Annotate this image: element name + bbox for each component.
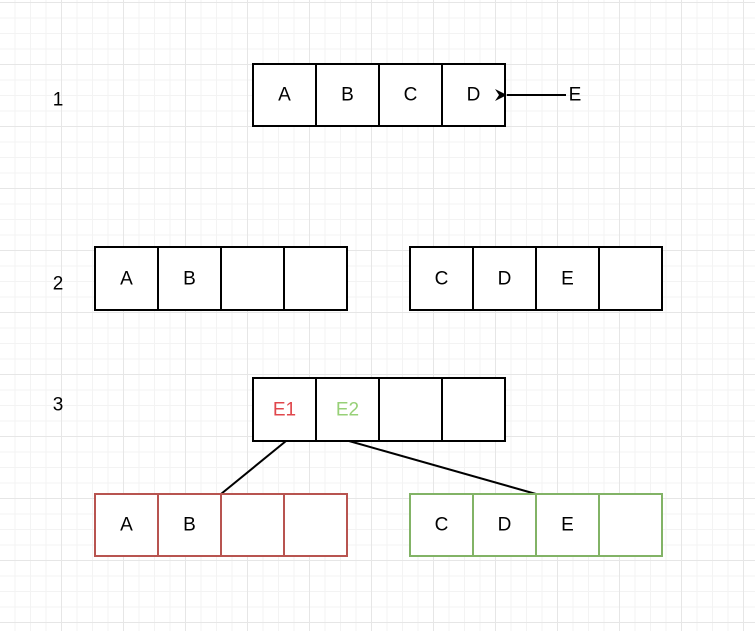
connector-left-child [220, 440, 287, 495]
step2-right-node: C D E [409, 246, 663, 311]
step1-node-key-3: C [404, 85, 418, 106]
step3-parent-cell-3 [378, 377, 443, 442]
step-label-3: 3 [53, 395, 64, 416]
step1-node-cell-2 [315, 63, 380, 127]
step2-left-key-1: A [120, 269, 133, 290]
step1-node-cell-1 [252, 63, 317, 127]
step1-node-cell-3 [378, 63, 443, 127]
step2-left-node: A B [94, 246, 348, 311]
step3-right-child-node: C D E [409, 493, 663, 557]
step3-left-child-cell-3 [220, 493, 285, 557]
incoming-key-label: E [569, 85, 582, 106]
step1-node-key-4: D [467, 85, 481, 106]
step3-right-child-cell-2 [472, 493, 537, 557]
step3-right-child-key-1: C [435, 515, 449, 536]
step2-right-key-3: E [561, 269, 574, 290]
step1-node-key-1: A [278, 85, 291, 106]
step3-right-child-key-2: D [498, 515, 512, 536]
step3-right-child-cell-1 [409, 493, 474, 557]
step3-left-child-node: A B [94, 493, 348, 557]
step3-parent-cell-2 [315, 377, 380, 442]
step2-left-cell-3 [220, 246, 285, 311]
step3-left-child-cell-2 [157, 493, 222, 557]
step3-right-child-cell-4 [598, 493, 663, 557]
step2-left-key-2: B [183, 269, 196, 290]
step-label-1: 1 [53, 90, 64, 111]
step2-right-key-2: D [498, 269, 512, 290]
step3-parent-key-e2: E2 [336, 400, 359, 421]
step3-parent-node: E1 E2 [252, 377, 506, 442]
step3-left-child-key-1: A [120, 515, 133, 536]
step3-right-child-key-3: E [561, 515, 574, 536]
step3-parent-cell-4 [441, 377, 506, 442]
step2-right-key-1: C [435, 269, 449, 290]
step-label-2: 2 [53, 274, 64, 295]
step3-left-child-key-2: B [183, 515, 196, 536]
step2-right-cell-3 [535, 246, 600, 311]
step2-left-cell-4 [283, 246, 348, 311]
step3-left-child-cell-4 [283, 493, 348, 557]
connector-right-child [348, 440, 537, 495]
step1-node-key-2: B [341, 85, 354, 106]
step3-parent-cell-1 [252, 377, 317, 442]
step1-node: A B C D [252, 63, 506, 127]
step3-parent-key-e1: E1 [273, 400, 296, 421]
step2-right-cell-4 [598, 246, 663, 311]
step3-right-child-cell-3 [535, 493, 600, 557]
